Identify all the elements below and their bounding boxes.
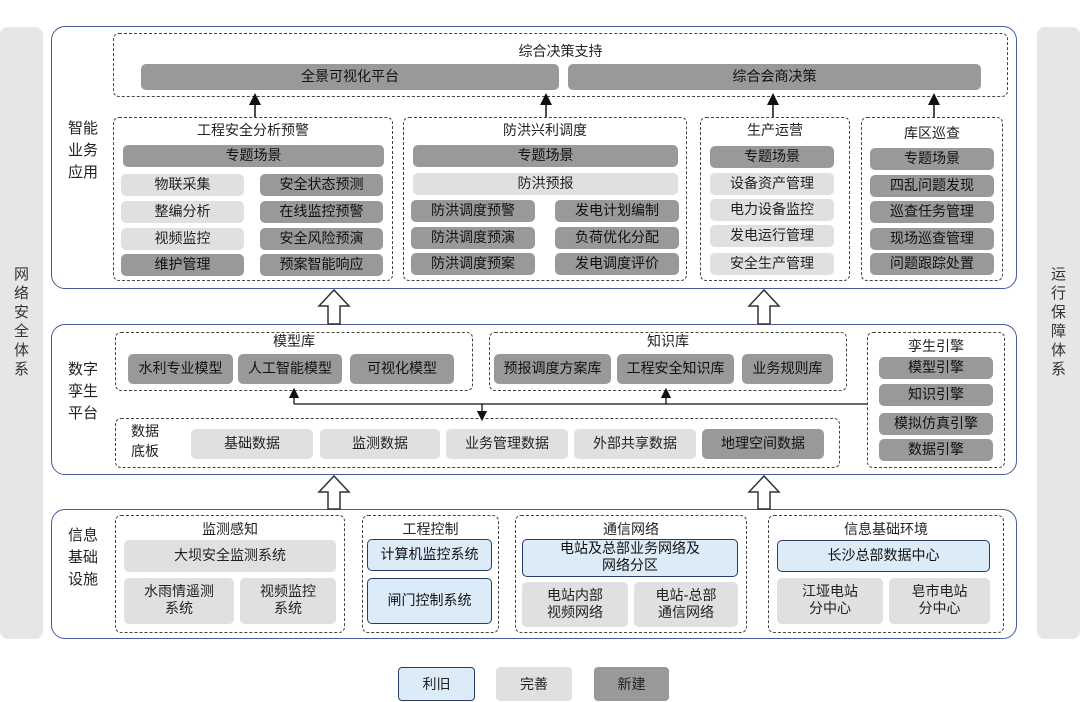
four-chaos-discovery: 四乱问题发现 xyxy=(870,175,994,197)
layer3-title: 信息 基础 设施 xyxy=(67,526,98,588)
ai-model: 人工智能模型 xyxy=(238,354,342,384)
iot-collection: 物联采集 xyxy=(121,174,244,196)
business-rule-library: 业务规则库 xyxy=(742,354,833,384)
legend-reuse: 利旧 xyxy=(398,667,475,701)
hydraulic-model: 水利专业模型 xyxy=(128,354,233,384)
operation-support-sidebar: 运行保障体系 xyxy=(1037,27,1080,639)
geospatial-data: 地理空间数据 xyxy=(702,429,824,459)
plan-intelligent-response: 预案智能响应 xyxy=(260,254,383,276)
business-management-data: 业务管理数据 xyxy=(446,429,568,459)
network-security-sidebar: 网络安全体系 xyxy=(0,27,43,639)
generation-evaluation: 发电调度评价 xyxy=(555,253,679,275)
hollow-arrow-layer2-to-layer1-left xyxy=(317,288,351,325)
layer1-title: 智能 业务 应用 xyxy=(67,119,98,181)
engineering-safety-title: 工程安全分析预警 xyxy=(197,123,309,139)
engineering-safety-group: 工程安全分析预警 xyxy=(113,117,393,281)
video-monitoring-system: 视频监控 系统 xyxy=(240,578,336,624)
station-hq-network: 电站-总部 通信网络 xyxy=(634,582,738,627)
compile-analysis: 整编分析 xyxy=(121,201,244,223)
monitoring-data: 监测数据 xyxy=(320,429,440,459)
data-foundation-title: 数据 底板 xyxy=(131,424,159,460)
operation-support-label: 运行保障体系 xyxy=(1050,265,1066,378)
simulation-engine: 模拟仿真引擎 xyxy=(879,413,993,435)
flood-dispatch-warning: 防洪调度预警 xyxy=(411,200,535,222)
generation-plan: 发电计划编制 xyxy=(555,200,679,222)
issue-tracking-handling: 问题跟踪处置 xyxy=(870,253,994,275)
online-monitoring-warning: 在线监控预警 xyxy=(260,201,383,223)
twin-engine-group: 孪生引擎 xyxy=(867,332,1005,468)
hollow-arrow-layer3-to-layer2-right xyxy=(747,474,781,510)
knowledge-engine: 知识引擎 xyxy=(879,384,993,406)
station-video-network: 电站内部 视频网络 xyxy=(522,582,628,627)
monitoring-perception-group: 监测感知 xyxy=(115,515,345,633)
changsha-data-center: 长沙总部数据中心 xyxy=(777,540,990,572)
flood-dispatch-title: 防洪兴利调度 xyxy=(503,123,587,139)
equipment-asset-management: 设备资产管理 xyxy=(710,173,834,195)
field-inspection-management: 现场巡查管理 xyxy=(870,228,994,250)
reservoir-inspection-group: 库区巡查 xyxy=(861,117,1003,281)
production-operation-title: 生产运营 xyxy=(747,123,803,139)
engineering-control-group: 工程控制 xyxy=(362,515,499,633)
flood-dispatch-rehearsal: 防洪调度预演 xyxy=(411,227,535,249)
maintenance-management: 维护管理 xyxy=(121,254,244,276)
reservoir-inspection-title: 库区巡查 xyxy=(904,126,960,142)
hollow-arrow-layer2-to-layer1-right xyxy=(747,288,781,325)
safety-topic-scene: 专题场景 xyxy=(123,145,384,167)
layer2-title: 数字 孪生 平台 xyxy=(67,360,98,422)
safety-knowledge-library: 工程安全知识库 xyxy=(617,354,734,384)
model-library-title: 模型库 xyxy=(273,334,315,350)
forecast-plan-library: 预报调度方案库 xyxy=(494,354,611,384)
load-optimization: 负荷优化分配 xyxy=(555,227,679,249)
consultation-decision: 综合会商决策 xyxy=(568,64,981,90)
flood-dispatch-plan: 防洪调度预案 xyxy=(411,253,535,275)
flood-topic-scene: 专题场景 xyxy=(413,145,678,167)
communication-network-title: 通信网络 xyxy=(603,522,659,538)
inspection-task-management: 巡查任务管理 xyxy=(870,201,994,223)
external-shared-data: 外部共享数据 xyxy=(574,429,696,459)
gate-control-system: 闸门控制系统 xyxy=(367,578,492,624)
engineering-control-title: 工程控制 xyxy=(402,522,459,538)
power-equipment-monitoring: 电力设备监控 xyxy=(710,199,834,221)
generation-operation-management: 发电运行管理 xyxy=(710,225,834,247)
legend-new: 新建 xyxy=(594,667,669,701)
hollow-arrow-layer3-to-layer2-left xyxy=(317,474,351,510)
hydrology-telemetry: 水雨情遥测 系统 xyxy=(124,578,234,624)
production-topic-scene: 专题场景 xyxy=(710,146,834,168)
twin-engine-title: 孪生引擎 xyxy=(908,339,964,355)
data-engine: 数据引擎 xyxy=(879,439,993,461)
dam-safety-monitoring: 大坝安全监测系统 xyxy=(124,540,336,572)
video-monitoring: 视频监控 xyxy=(121,228,244,250)
panorama-platform: 全景可视化平台 xyxy=(141,64,559,90)
jiangya-subcenter: 江垭电站 分中心 xyxy=(777,578,883,624)
inspection-topic-scene: 专题场景 xyxy=(870,148,994,170)
safety-production-management: 安全生产管理 xyxy=(710,253,834,275)
monitoring-perception-title: 监测感知 xyxy=(202,522,258,538)
knowledge-library-title: 知识库 xyxy=(647,334,689,350)
production-operation-group: 生产运营 xyxy=(700,117,850,281)
computer-monitoring-system: 计算机监控系统 xyxy=(367,539,492,571)
zaoshi-subcenter: 皂市电站 分中心 xyxy=(889,578,990,624)
legend-improve: 完善 xyxy=(496,667,572,701)
safety-risk-rehearsal: 安全风险预演 xyxy=(260,228,383,250)
visualization-model: 可视化模型 xyxy=(350,354,454,384)
decision-support-title: 综合决策支持 xyxy=(518,44,603,60)
business-network-partition: 电站及总部业务网络及 网络分区 xyxy=(522,539,738,577)
flood-forecast: 防洪预报 xyxy=(413,173,678,195)
model-engine: 模型引擎 xyxy=(879,357,993,379)
decision-support-group: 综合决策支持 xyxy=(113,33,1008,97)
flood-dispatch-group: 防洪兴利调度 xyxy=(403,117,687,281)
info-environment-group: 信息基础环境 xyxy=(768,515,1004,633)
info-environment-title: 信息基础环境 xyxy=(844,522,928,538)
communication-network-group: 通信网络 xyxy=(515,515,747,633)
network-security-label: 网络安全体系 xyxy=(13,265,29,378)
basic-data: 基础数据 xyxy=(191,429,313,459)
safety-status-prediction: 安全状态预测 xyxy=(260,174,383,196)
